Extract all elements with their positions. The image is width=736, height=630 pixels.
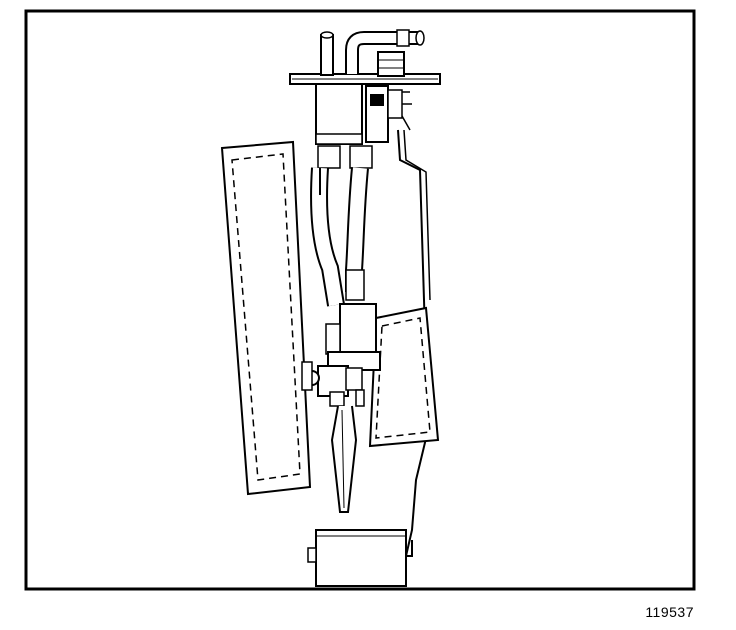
electrical-connector: [365, 85, 412, 143]
fuel-hose-left: [310, 145, 345, 307]
fuel-pump-body: [301, 303, 381, 407]
fuel-level-float: [307, 529, 413, 587]
fuel-return-pipe: [345, 29, 425, 77]
fuel-strainer-left: [220, 140, 312, 496]
upper-housing: [315, 83, 363, 145]
fuel-feed-pipe: [320, 31, 334, 76]
fuel-strainer-right: [368, 306, 440, 448]
figure-number: 119537: [645, 604, 694, 620]
diagram-border: [24, 9, 696, 591]
fuel-hose-right: [345, 145, 373, 301]
mounting-flange: [289, 73, 441, 85]
pump-inlet-tube: [330, 405, 358, 513]
